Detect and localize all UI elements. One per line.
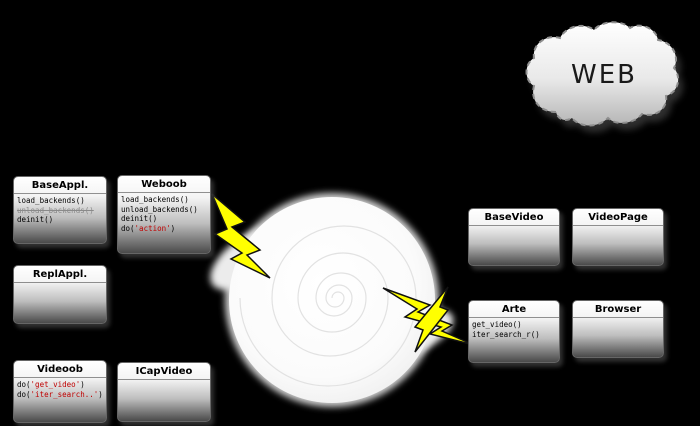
- class-box-body: [573, 226, 663, 228]
- method-text: get_video(): [472, 320, 522, 329]
- method-text: load_backends(): [17, 196, 85, 205]
- whirlpool: [210, 193, 454, 407]
- class-box-body: get_video()iter_search_r(): [469, 318, 559, 339]
- whirl-body: [229, 197, 435, 403]
- method-text: deinit(): [17, 215, 54, 224]
- method-line: do('get_video'): [17, 380, 103, 390]
- class-box-icapvideo: ICapVideo: [117, 362, 211, 422]
- class-box-body: do('get_video')do('iter_search..'): [14, 378, 106, 399]
- method-line: do('action'): [121, 224, 207, 234]
- method-line: deinit(): [17, 215, 103, 225]
- method-text: ): [170, 223, 176, 233]
- class-box-baseappl: BaseAppl. load_backends()unload_backends…: [13, 176, 107, 244]
- method-text: ): [80, 380, 85, 389]
- method-line: do('iter_search..'): [17, 390, 103, 400]
- class-box-body: [14, 283, 106, 285]
- method-line: load_backends(): [17, 196, 103, 206]
- class-box-title: Browser: [573, 301, 663, 318]
- method-text: deinit(): [121, 214, 158, 223]
- method-text: do(: [17, 389, 31, 399]
- class-box-title: BaseAppl.: [14, 177, 106, 194]
- class-box-basevideo: BaseVideo: [468, 208, 560, 266]
- method-line: unload_backends(): [17, 206, 103, 216]
- method-text: 'get_video': [30, 380, 81, 389]
- method-text: do(: [121, 223, 135, 233]
- method-line: unload_backends(): [121, 205, 207, 215]
- method-line: deinit(): [121, 214, 207, 224]
- method-text: iter_search_r(): [472, 329, 540, 339]
- method-text: load_backends(): [121, 195, 189, 204]
- class-box-title: Videoob: [14, 361, 106, 378]
- method-line: load_backends(): [121, 195, 207, 205]
- method-line: iter_search_r(): [472, 330, 556, 340]
- spiral-line: [239, 225, 417, 387]
- class-box-title: ICapVideo: [118, 363, 210, 380]
- class-box-videoob: Videoob do('get_video')do('iter_search..…: [13, 360, 107, 423]
- method-text: ): [98, 389, 103, 399]
- class-box-title: ReplAppl.: [14, 266, 106, 283]
- method-line: get_video(): [472, 320, 556, 330]
- method-text: unload_backends(): [121, 204, 198, 214]
- class-box-body: load_backends()unload_backends()deinit()…: [118, 193, 210, 233]
- class-box-videopage: VideoPage: [572, 208, 664, 266]
- method-text: 'iter_search..': [30, 389, 99, 399]
- class-box-body: [118, 380, 210, 382]
- cloud-outline: [525, 21, 680, 127]
- class-box-title: Arte: [469, 301, 559, 318]
- class-box-replappl: ReplAppl.: [13, 265, 107, 324]
- class-box-arte: Arte get_video()iter_search_r(): [468, 300, 560, 363]
- method-text: 'action': [134, 223, 171, 233]
- class-box-body: [573, 318, 663, 320]
- web-cloud: WEB: [525, 21, 684, 133]
- class-box-body: [469, 226, 559, 228]
- class-box-title: Weboob: [118, 176, 210, 193]
- lightning-bolt-left: [211, 193, 271, 279]
- class-box-weboob: Weboob load_backends()unload_backends()d…: [117, 175, 211, 254]
- class-box-body: load_backends()unload_backends()deinit(): [14, 194, 106, 225]
- class-box-title: VideoPage: [573, 209, 663, 226]
- cloud-label: WEB: [571, 60, 637, 90]
- method-text: unload_backends(): [17, 205, 94, 215]
- class-box-browser: Browser: [572, 300, 664, 358]
- class-box-title: BaseVideo: [469, 209, 559, 226]
- lightning-bolt-cross: [413, 286, 450, 353]
- method-text: do(: [17, 380, 31, 389]
